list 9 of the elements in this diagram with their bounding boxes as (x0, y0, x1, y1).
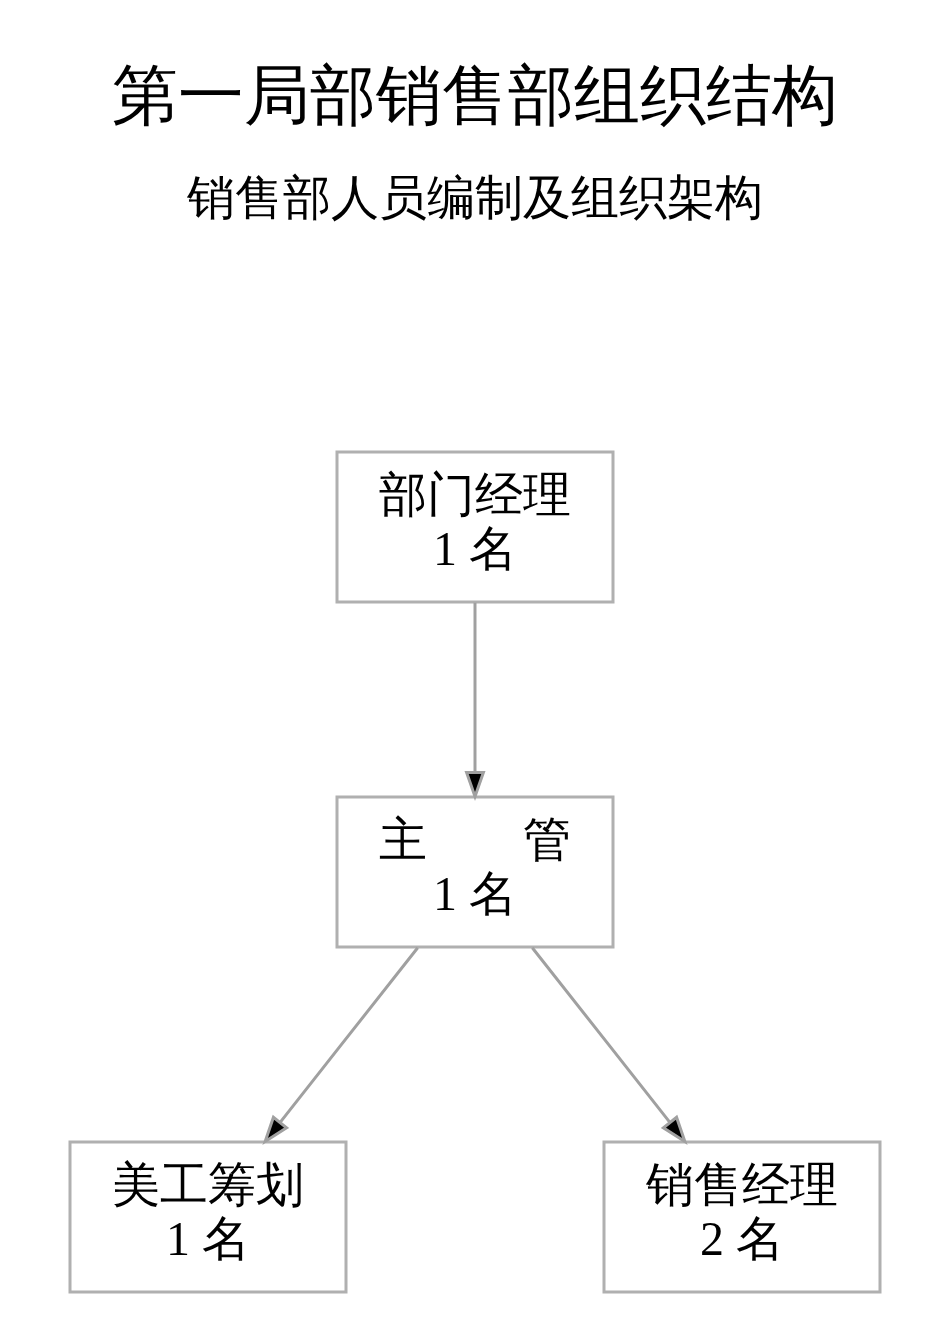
node-box: 美工筹划 1 名 (68, 1140, 348, 1293)
label: 销售部人员编制及组织架构 (187, 170, 763, 224)
diagram-title: 第一局部销售部组织结构 (112, 58, 838, 132)
arrow (464, 602, 486, 801)
node-box: 主 管 1 名 (335, 795, 615, 948)
arrow (262, 946, 419, 1145)
node-box: 销售经理 2 名 (602, 1140, 882, 1293)
arrow (531, 946, 688, 1145)
node-box: 部门经理 1 名 (335, 450, 615, 603)
